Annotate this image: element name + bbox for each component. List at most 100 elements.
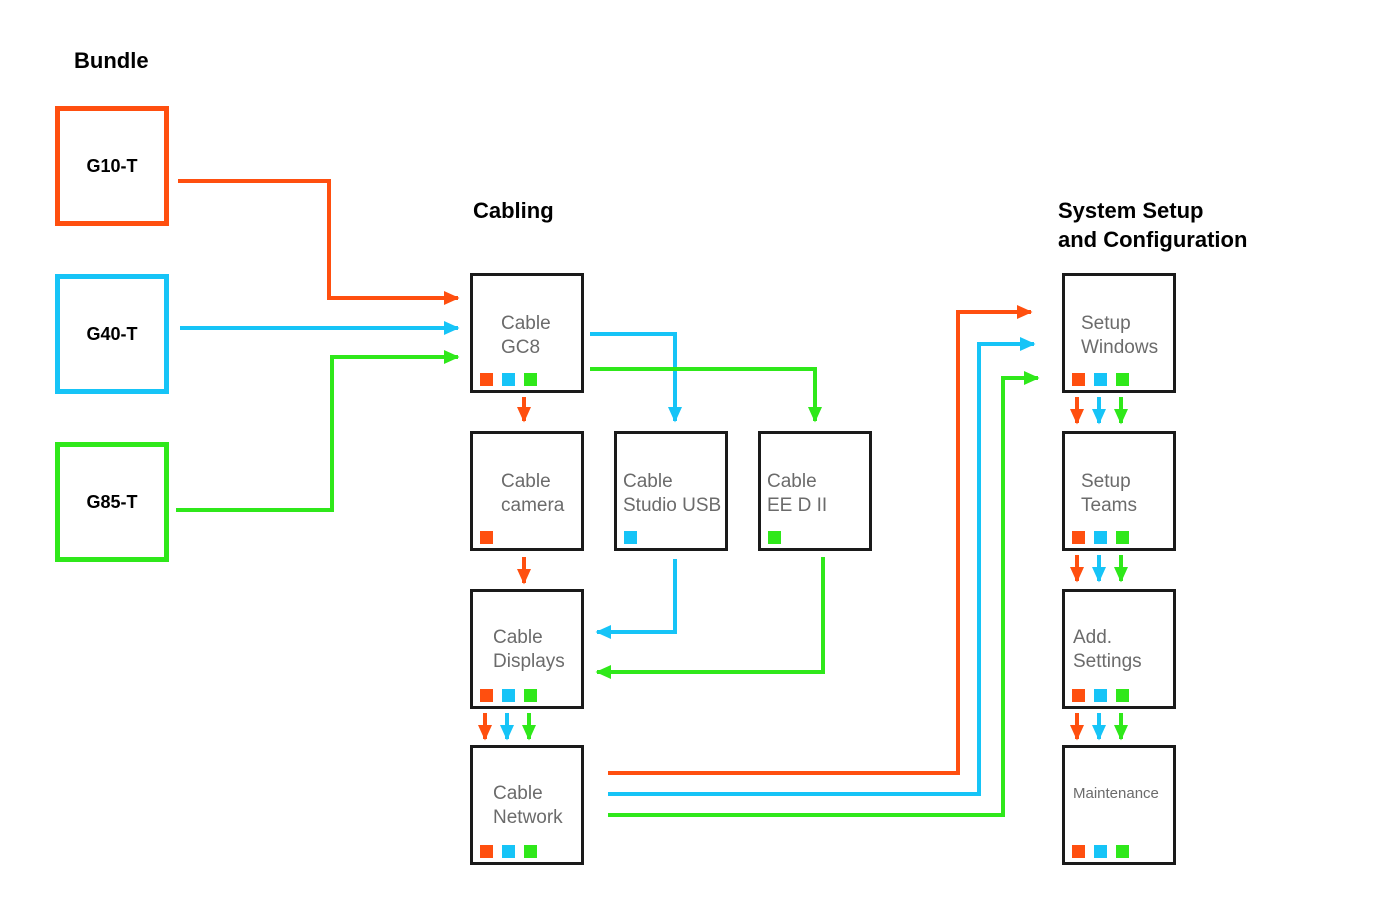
wire-displays-to-network-green — [522, 713, 536, 741]
wire-setup-step-3-orange — [1070, 713, 1084, 741]
orange-tag-swatch — [480, 845, 493, 858]
bundle-label: G85-T — [86, 491, 138, 512]
green-tag-swatch — [524, 845, 537, 858]
arrowhead — [444, 350, 460, 364]
wire-gc8-to-ee-d-ii — [590, 367, 822, 423]
arrowhead — [595, 625, 611, 639]
orange-tag-swatch — [480, 689, 493, 702]
green-tag-swatch — [1116, 373, 1129, 386]
blue-tag-swatch — [502, 373, 515, 386]
orange-tag-swatch — [480, 531, 493, 544]
wire-ee-d-ii-to-displays — [595, 557, 825, 679]
wire-displays-to-network-blue — [500, 713, 514, 741]
arrowhead — [595, 665, 611, 679]
wire-gc8-to-camera — [517, 397, 531, 423]
wire-g85-to-gc8 — [176, 350, 460, 512]
wire-g40-to-gc8 — [180, 321, 460, 335]
wire-setup-step-1-blue — [1092, 397, 1106, 425]
arrowhead — [1092, 409, 1106, 425]
wire-setup-step-3-blue — [1092, 713, 1106, 741]
node-add-settings[interactable]: Add. Settings — [1062, 589, 1176, 709]
arrowhead — [1114, 567, 1128, 583]
wire-setup-step-3-green — [1114, 713, 1128, 741]
blue-tag-swatch — [1094, 373, 1107, 386]
arrowhead — [1017, 305, 1033, 319]
node-cable-displays[interactable]: Cable Displays — [470, 589, 584, 709]
node-label: Cable Network — [493, 783, 563, 828]
node-maintenance[interactable]: Maintenance — [1062, 745, 1176, 865]
arrowhead — [1024, 371, 1040, 385]
heading-cabling: Cabling — [473, 198, 554, 223]
wire-setup-step-1-orange — [1070, 397, 1084, 425]
wire-setup-step-1-green — [1114, 397, 1128, 425]
green-tag-swatch — [524, 689, 537, 702]
green-tag-swatch — [1116, 531, 1129, 544]
blue-tag-swatch — [502, 689, 515, 702]
bundle-label: G40-T — [86, 323, 138, 344]
blue-tag-swatch — [502, 845, 515, 858]
node-label: Setup Teams — [1081, 471, 1137, 516]
green-tag-swatch — [768, 531, 781, 544]
node-setup-teams[interactable]: Setup Teams — [1062, 431, 1176, 551]
wire-setup-step-2-blue — [1092, 555, 1106, 583]
orange-tag-swatch — [480, 373, 493, 386]
bundle-label: G10-T — [86, 155, 138, 176]
arrowhead — [522, 725, 536, 741]
arrowhead — [444, 321, 460, 335]
blue-tag-swatch — [1094, 845, 1107, 858]
node-label: Cable camera — [501, 471, 565, 516]
blue-tag-swatch — [1094, 689, 1107, 702]
node-label: Cable EE D II — [767, 471, 828, 516]
node-cable-camera[interactable]: Cable camera — [470, 431, 584, 551]
arrowhead — [444, 291, 460, 305]
orange-tag-swatch — [1072, 373, 1085, 386]
arrowhead — [1114, 409, 1128, 425]
heading-bundle: Bundle — [74, 48, 149, 73]
node-label: Maintenance — [1073, 785, 1159, 802]
arrowhead — [1114, 725, 1128, 741]
node-cable-gc8[interactable]: Cable GC8 — [470, 273, 584, 393]
node-cable-network[interactable]: Cable Network — [470, 745, 584, 865]
node-cable-studio-usb[interactable]: Cable Studio USB — [614, 431, 728, 551]
arrowhead — [1070, 409, 1084, 425]
orange-tag-swatch — [1072, 531, 1085, 544]
node-cable-ee-d-ii[interactable]: Cable EE D II — [758, 431, 872, 551]
bundle-g10-t[interactable]: G10-T — [55, 106, 169, 226]
green-tag-swatch — [524, 373, 537, 386]
wire-setup-step-2-green — [1114, 555, 1128, 583]
arrowhead — [517, 569, 531, 585]
arrowhead — [808, 407, 822, 423]
heading-system-setup: System Setup and Configuration — [1058, 198, 1248, 252]
arrowhead — [478, 725, 492, 741]
wire-setup-step-2-orange — [1070, 555, 1084, 583]
node-label: Add. Settings — [1073, 627, 1142, 672]
wire-studio-usb-to-displays — [595, 559, 677, 639]
node-label: Cable Studio USB — [623, 471, 722, 516]
blue-tag-swatch — [1094, 531, 1107, 544]
arrowhead — [500, 725, 514, 741]
wire-g10-to-gc8 — [178, 179, 460, 305]
wire-network-to-windows-blue — [608, 337, 1036, 796]
arrowhead — [668, 407, 682, 423]
wire-camera-to-displays — [517, 557, 531, 585]
arrowhead — [1070, 725, 1084, 741]
arrowhead — [1092, 725, 1106, 741]
bundle-g40-t[interactable]: G40-T — [55, 274, 169, 394]
node-label: Cable Displays — [493, 627, 565, 672]
wire-network-to-windows-green — [608, 371, 1040, 817]
wire-network-to-windows-orange — [608, 305, 1033, 775]
orange-tag-swatch — [1072, 845, 1085, 858]
arrowhead — [1070, 567, 1084, 583]
blue-tag-swatch — [624, 531, 637, 544]
green-tag-swatch — [1116, 845, 1129, 858]
node-label: Setup Windows — [1081, 313, 1159, 358]
wire-gc8-to-studio-usb — [590, 332, 682, 423]
orange-tag-swatch — [1072, 689, 1085, 702]
node-setup-windows[interactable]: Setup Windows — [1062, 273, 1176, 393]
arrowhead — [517, 407, 531, 423]
arrowhead — [1092, 567, 1106, 583]
bundle-g85-t[interactable]: G85-T — [55, 442, 169, 562]
node-label: Cable GC8 — [501, 313, 551, 358]
arrowhead — [1020, 337, 1036, 351]
